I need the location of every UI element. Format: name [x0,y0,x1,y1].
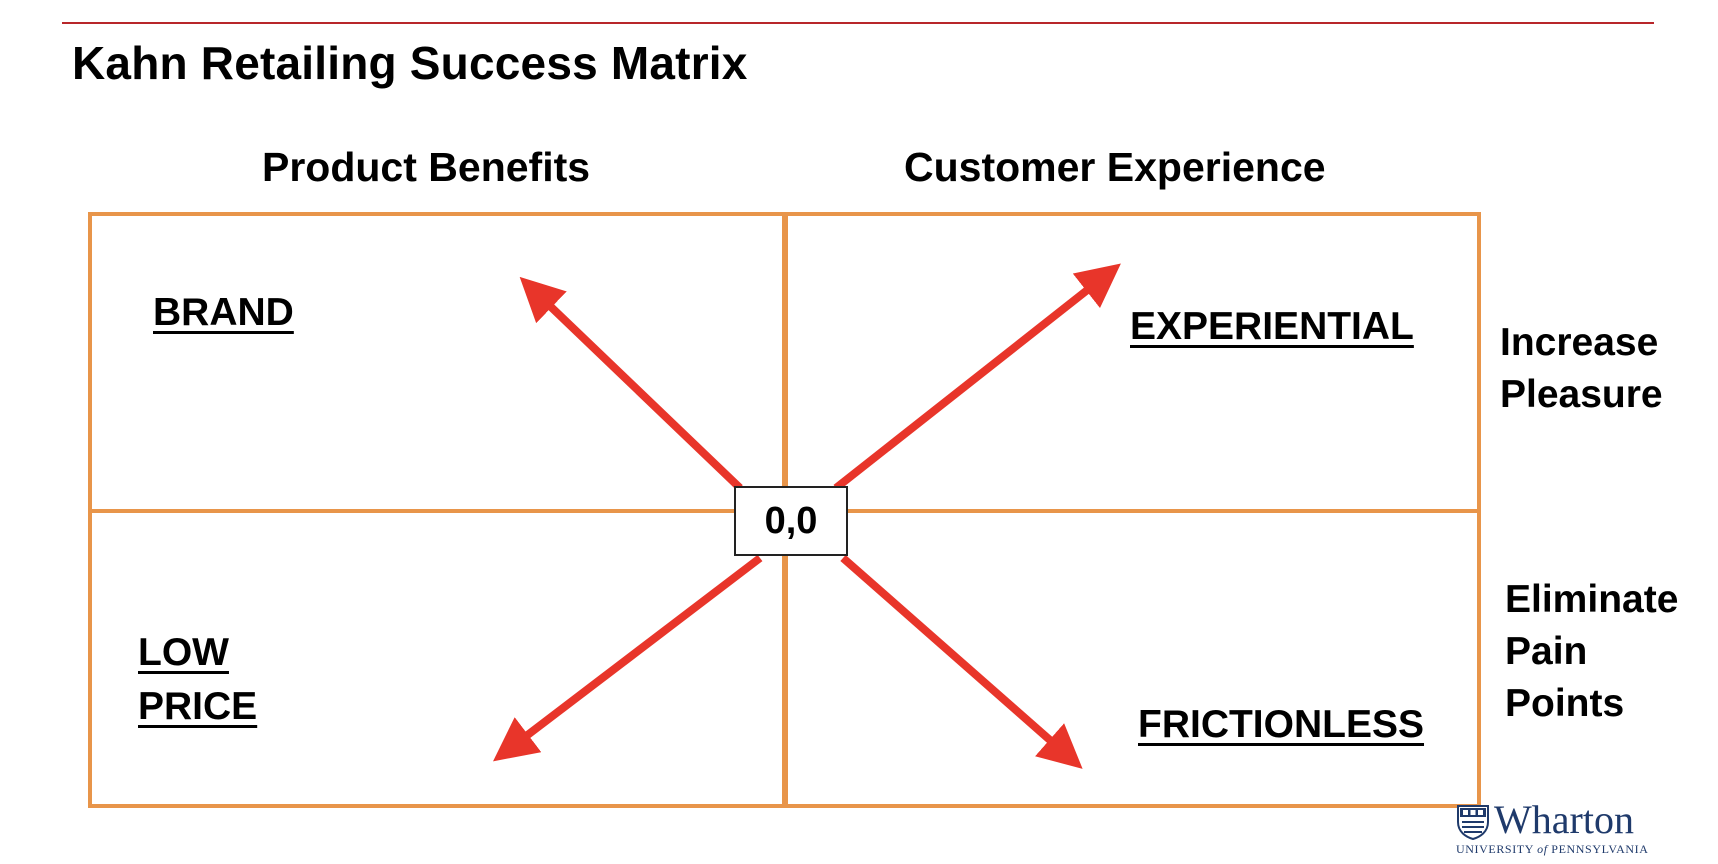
row-label-increase-pleasure: Increase Pleasure [1500,317,1663,421]
row-label-increase-pleasure-line2: Pleasure [1500,373,1663,416]
logo-wordmark: Wharton [1494,797,1634,842]
row-label-eliminate-pain-points: Eliminate Pain Points [1505,574,1678,730]
column-header-customer-experience: Customer Experience [904,144,1326,190]
logo-subtitle-suffix: PENNSYLVANIA [1547,842,1649,856]
origin-label: 0,0 [734,486,848,556]
arrow-to-low-price [492,554,763,762]
row-label-eliminate-pain-points-line2: Pain [1505,630,1588,673]
logo-subtitle-prefix: UNIVERSITY [1456,842,1538,856]
row-label-eliminate-pain-points-line3: Points [1505,682,1625,725]
slide-title: Kahn Retailing Success Matrix [72,37,748,89]
logo-subtitle: UNIVERSITY of PENNSYLVANIA [1456,842,1649,857]
quadrant-label-experiential: EXPERIENTIAL [1130,305,1414,348]
column-header-product-benefits: Product Benefits [262,144,591,190]
quadrant-label-frictionless: FRICTIONLESS [1138,703,1425,746]
arrow-to-frictionless [840,554,1083,769]
crest-icon [1457,805,1489,840]
row-label-eliminate-pain-points-line1: Eliminate [1505,578,1679,621]
quadrant-label-low-price: LOW PRICE [138,626,257,734]
wharton-logo: Wharton UNIVERSITY of PENNSYLVANIA [1454,797,1654,860]
quadrant-label-low-price-line1: LOW [138,631,229,674]
arrow-to-experiential [833,263,1121,492]
arrow-to-brand [519,276,743,491]
logo-subtitle-of: of [1537,842,1548,856]
quadrant-label-brand: BRAND [153,291,294,334]
row-label-increase-pleasure-line1: Increase [1500,321,1659,364]
top-rule [62,22,1654,24]
arrows [492,263,1121,769]
quadrant-label-low-price-line2: PRICE [138,685,258,728]
